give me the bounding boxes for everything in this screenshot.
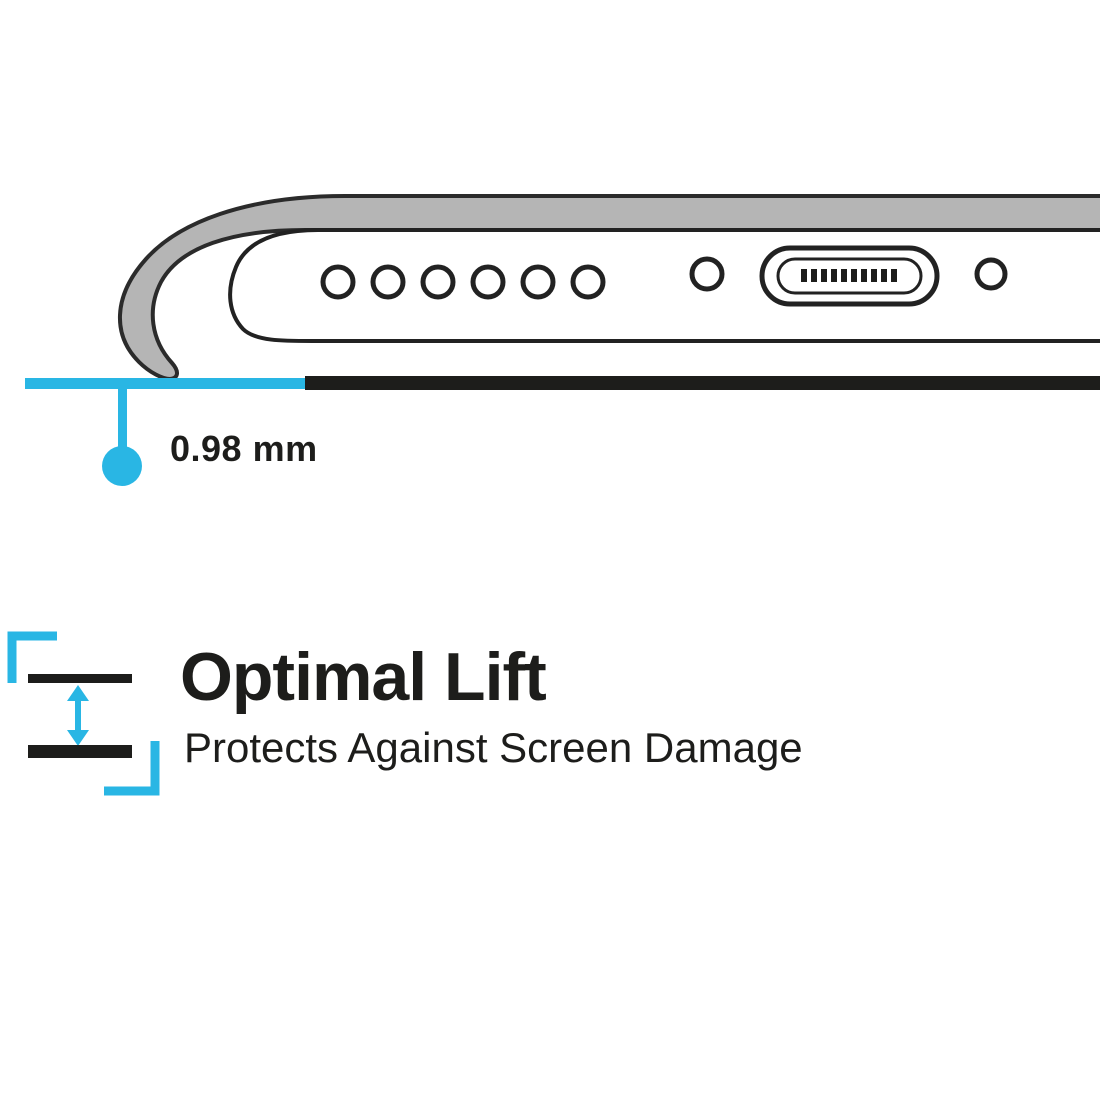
screen-line: [28, 674, 132, 683]
feature-title: Optimal Lift: [180, 639, 547, 715]
speaker-hole: [520, 264, 556, 300]
speaker-hole: [320, 264, 356, 300]
bracket-top-left: [7, 631, 57, 683]
speaker-hole: [420, 264, 456, 300]
measurement-pointer-dot: [102, 446, 142, 486]
speaker-hole: [570, 264, 606, 300]
bracket-bottom-right: [104, 741, 160, 796]
speaker-hole: [470, 264, 506, 300]
speaker-hole: [370, 264, 406, 300]
phone-bottom-edge-diagram: [25, 194, 1100, 486]
phone-bottom-surface: [228, 228, 1100, 344]
mic-hole: [689, 256, 725, 292]
measurement-pointer-line: [118, 389, 127, 451]
screw-hole: [974, 257, 1008, 291]
measurement-label: 0.98 mm: [170, 428, 318, 469]
feature-subtitle: Protects Against Screen Damage: [184, 724, 803, 771]
charging-port: [759, 245, 940, 307]
lift-gap-icon: [7, 631, 160, 796]
case-lip-highlight-line: [25, 378, 305, 389]
screen-plane-line: [305, 376, 1100, 390]
case-edge-line: [28, 745, 132, 758]
lift-arrow-icon: [67, 685, 89, 746]
